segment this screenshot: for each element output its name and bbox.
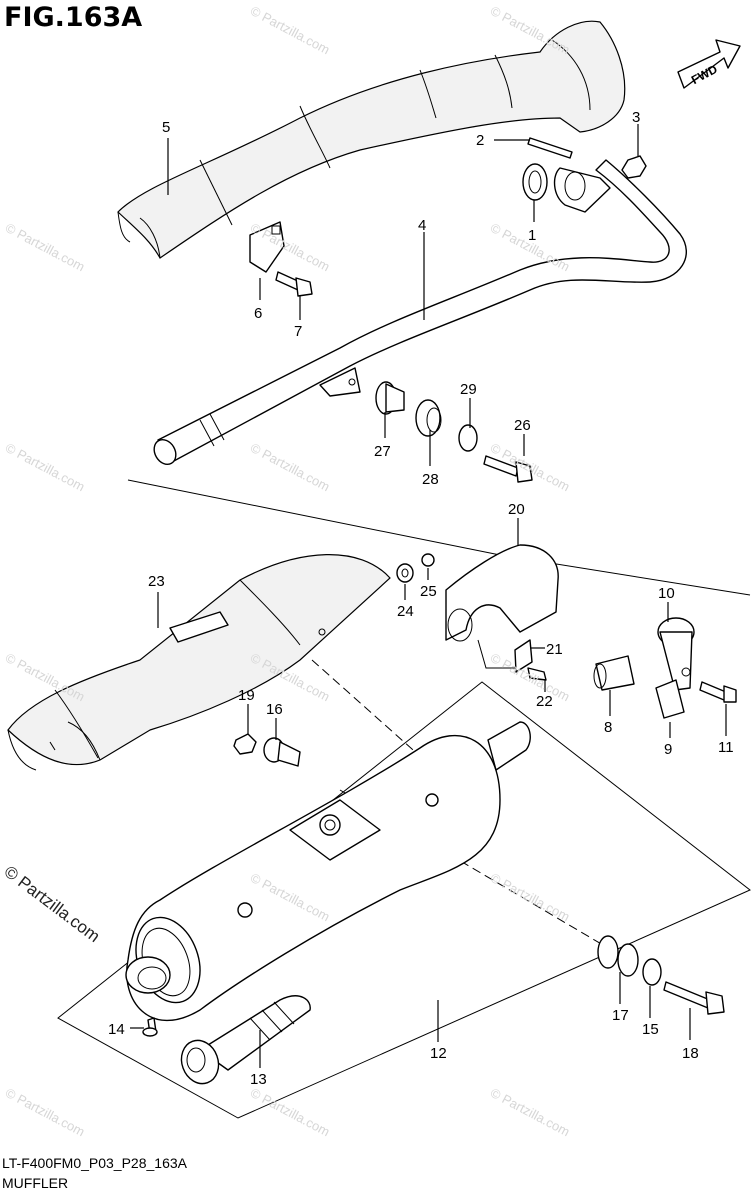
exhaust-pipe xyxy=(153,159,687,466)
spark-arrestor-13 xyxy=(180,995,311,1085)
callout-22: 22 xyxy=(536,693,553,710)
callout-28: 28 xyxy=(422,471,439,488)
bracket-6 xyxy=(249,221,285,273)
stud-2 xyxy=(527,137,573,159)
callout-9: 9 xyxy=(664,741,672,758)
bracket-9 xyxy=(655,679,685,719)
fwd-direction-badge: FWD xyxy=(677,39,741,89)
grommet-16 xyxy=(263,737,301,767)
nut-3 xyxy=(621,155,647,179)
bolt-26 xyxy=(483,455,533,483)
muffler-assembly-box xyxy=(57,681,751,1119)
callout-12: 12 xyxy=(430,1045,447,1062)
bolt-7 xyxy=(275,271,313,297)
nut-25 xyxy=(421,553,435,567)
callout-numbers: 5 2 3 1 4 6 7 27 28 29 26 20 23 25 24 10… xyxy=(108,109,734,1088)
muffler xyxy=(125,721,531,1022)
figure-title: FIG.163A xyxy=(4,2,143,33)
reference-line-upper xyxy=(127,479,751,596)
washer-29 xyxy=(458,424,478,452)
callout-1: 1 xyxy=(528,227,536,244)
washer-24 xyxy=(396,563,414,583)
callout-8: 8 xyxy=(604,719,612,736)
clip-21 xyxy=(514,639,533,673)
callout-19: 19 xyxy=(238,687,255,704)
callout-18: 18 xyxy=(682,1045,699,1062)
grommet-17 xyxy=(597,935,639,977)
callout-21: 21 xyxy=(546,641,563,658)
gasket-1 xyxy=(522,163,548,201)
clamp-10 xyxy=(657,617,695,691)
callout-17: 17 xyxy=(612,1007,629,1024)
grommet-27 xyxy=(375,381,405,415)
callout-29: 29 xyxy=(460,381,477,398)
callout-11: 11 xyxy=(718,739,734,756)
callout-10: 10 xyxy=(658,585,675,602)
screw-22 xyxy=(527,667,547,681)
callout-7: 7 xyxy=(294,323,302,340)
bolt-11 xyxy=(699,681,737,703)
callout-15: 15 xyxy=(642,1021,659,1038)
collar-28 xyxy=(415,399,442,437)
drawing-code: LT-F400FM0_P03_P28_163A xyxy=(2,1155,187,1171)
dash-line-2 xyxy=(339,789,621,956)
callout-26: 26 xyxy=(514,417,531,434)
callout-6: 6 xyxy=(254,305,262,322)
leader-lines xyxy=(130,124,727,1068)
bracket-20 xyxy=(445,544,559,642)
callout-25: 25 xyxy=(420,583,437,600)
screw-14 xyxy=(142,1017,158,1037)
heat-shield-upper xyxy=(117,20,626,259)
callout-27: 27 xyxy=(374,443,391,460)
callout-13: 13 xyxy=(250,1071,267,1088)
flange xyxy=(553,167,611,213)
callout-24: 24 xyxy=(397,603,414,620)
reference-line-20 xyxy=(477,639,515,669)
nut-19 xyxy=(233,733,257,755)
callout-3: 3 xyxy=(632,109,640,126)
heat-shield-lower xyxy=(7,554,391,771)
callout-14: 14 xyxy=(108,1021,125,1038)
callout-4: 4 xyxy=(418,217,426,234)
section-name: MUFFLER xyxy=(2,1175,69,1191)
callout-2: 2 xyxy=(476,132,484,149)
bolt-18 xyxy=(663,981,725,1015)
callout-23: 23 xyxy=(148,573,165,590)
collar-8 xyxy=(593,655,635,691)
callout-20: 20 xyxy=(508,501,525,518)
washer-15 xyxy=(642,958,662,986)
callout-5: 5 xyxy=(162,119,170,136)
callout-16: 16 xyxy=(266,701,283,718)
